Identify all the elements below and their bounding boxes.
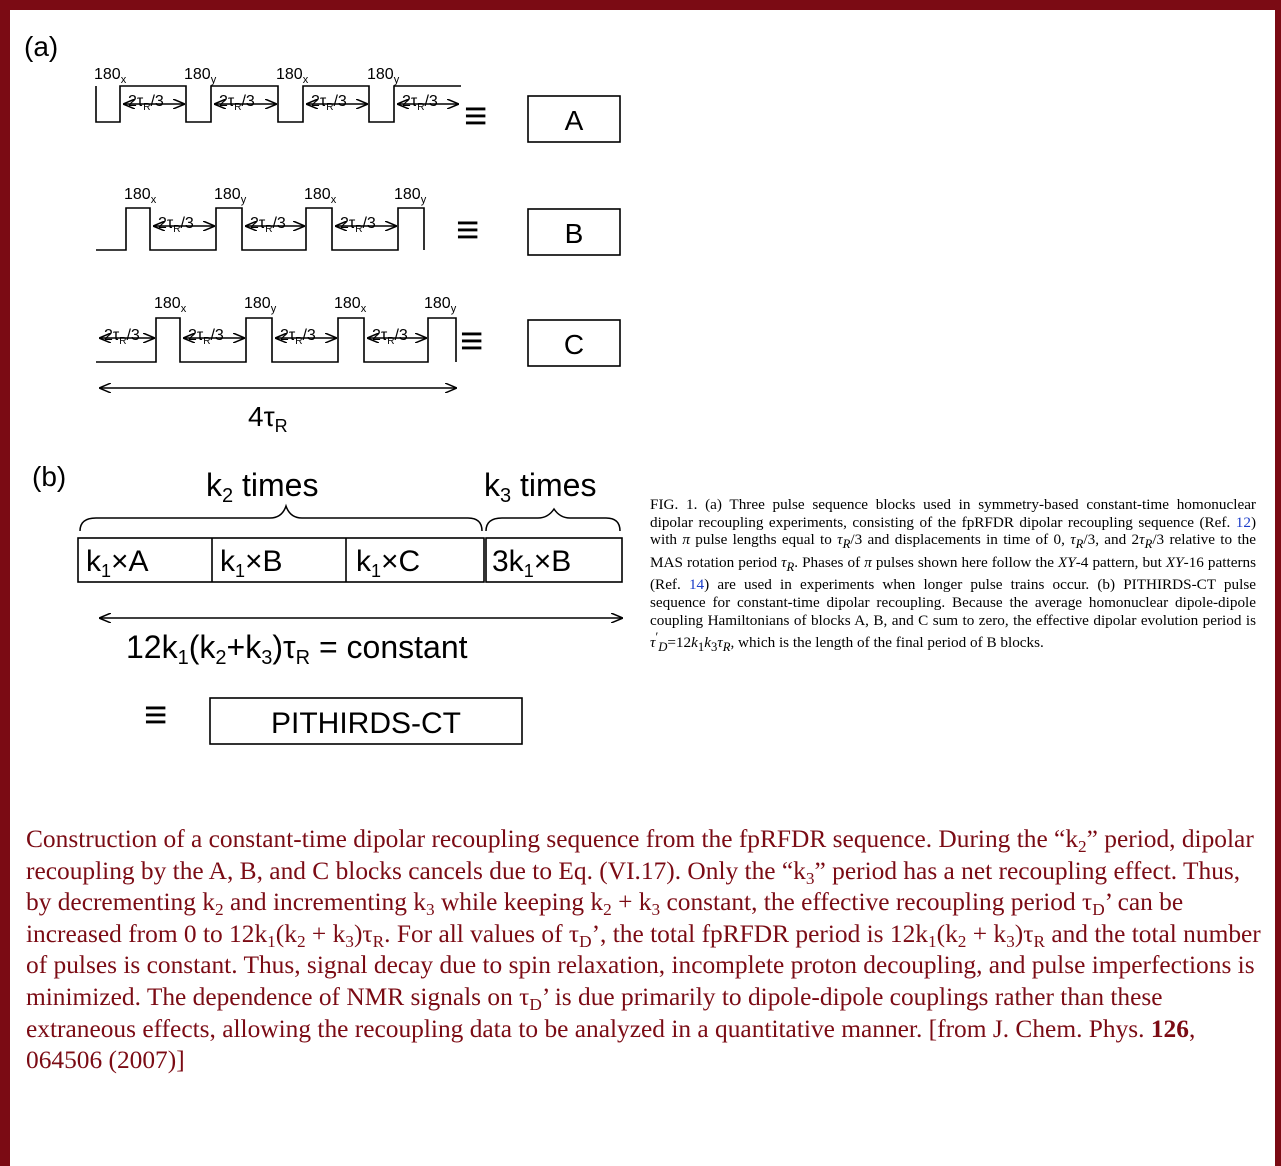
delay-label-c2: 2τR/3 [188,327,224,347]
description-paragraph: Construction of a constant-time dipolar … [26,825,1261,1075]
pulse-label-c2: 180y [244,295,277,315]
delay-label-c4: 2τR/3 [372,327,408,347]
k2-brace [79,503,483,532]
pulse-label-a4: 180y [367,66,400,86]
sequence-row-a [95,85,461,123]
sequence-row-b [96,207,425,251]
cell-k1-b: k1×B [220,545,283,581]
pulse-label-a1: 180x [94,66,127,86]
equiv-symbol-pithirds: ≡ [144,693,167,737]
delay-label-b1: 2τR/3 [158,215,194,235]
k2-times-label: k2 times [206,467,318,507]
block-b-box [527,208,621,256]
panel-b-label: (b) [32,461,66,492]
pithirds-label: PITHIRDS-CT [271,707,461,740]
cell-k1-a: k1×A [86,545,149,581]
pulse-label-a3: 180x [276,66,309,86]
panel-a-label: (a) [24,31,58,62]
figure-caption: FIG. 1. (a) Three pulse sequence blocks … [650,496,1257,655]
sequence-row-c [96,317,456,388]
caption-ref-12[interactable]: 12 [1235,513,1251,531]
pulse-label-c4: 180y [424,295,457,315]
pulse-label-a2: 180y [184,66,217,86]
delay-label-b3: 2τR/3 [340,215,376,235]
block-b-label: B [565,218,584,249]
pulse-label-c1: 180x [154,295,187,315]
delay-label-c3: 2τR/3 [280,327,316,347]
period-label: 4τR [248,401,288,436]
block-c-label: C [564,329,584,360]
block-a-label: A [565,105,584,136]
constant-equation: 12k1(k2+k3)τR = constant [126,629,468,669]
cell-k1-c: k1×C [356,545,420,581]
k3-brace [485,507,621,532]
delay-label-a1: 2τR/3 [128,93,164,113]
k3-times-label: k3 times [484,467,596,507]
delay-label-b2: 2τR/3 [250,215,286,235]
equiv-symbol-b: ≡ [456,208,479,252]
pulse-label-b4: 180y [394,186,427,206]
equiv-symbol-a: ≡ [464,94,487,138]
caption-ref-14[interactable]: 14 [688,576,705,594]
delay-label-c1: 2τR/3 [104,327,140,347]
delay-label-a4: 2τR/3 [402,93,438,113]
block-a-box [527,95,621,143]
pulse-label-b2: 180y [214,186,247,206]
delay-label-a2: 2τR/3 [219,93,255,113]
delay-label-a3: 2τR/3 [311,93,347,113]
equiv-symbol-c: ≡ [460,319,483,363]
pulse-label-c3: 180x [334,295,367,315]
cell-3k1-b: 3k1×B [492,545,571,581]
pulse-sequence-figure: (a) 180x 180y 180x 180y 2τR/3 2τR/3 2τR/… [24,31,636,745]
pulse-label-b1: 180x [124,186,157,206]
pithirds-box [209,697,523,745]
block-cells [77,537,622,618]
block-c-box [527,319,621,367]
pulse-label-b3: 180x [304,186,337,206]
